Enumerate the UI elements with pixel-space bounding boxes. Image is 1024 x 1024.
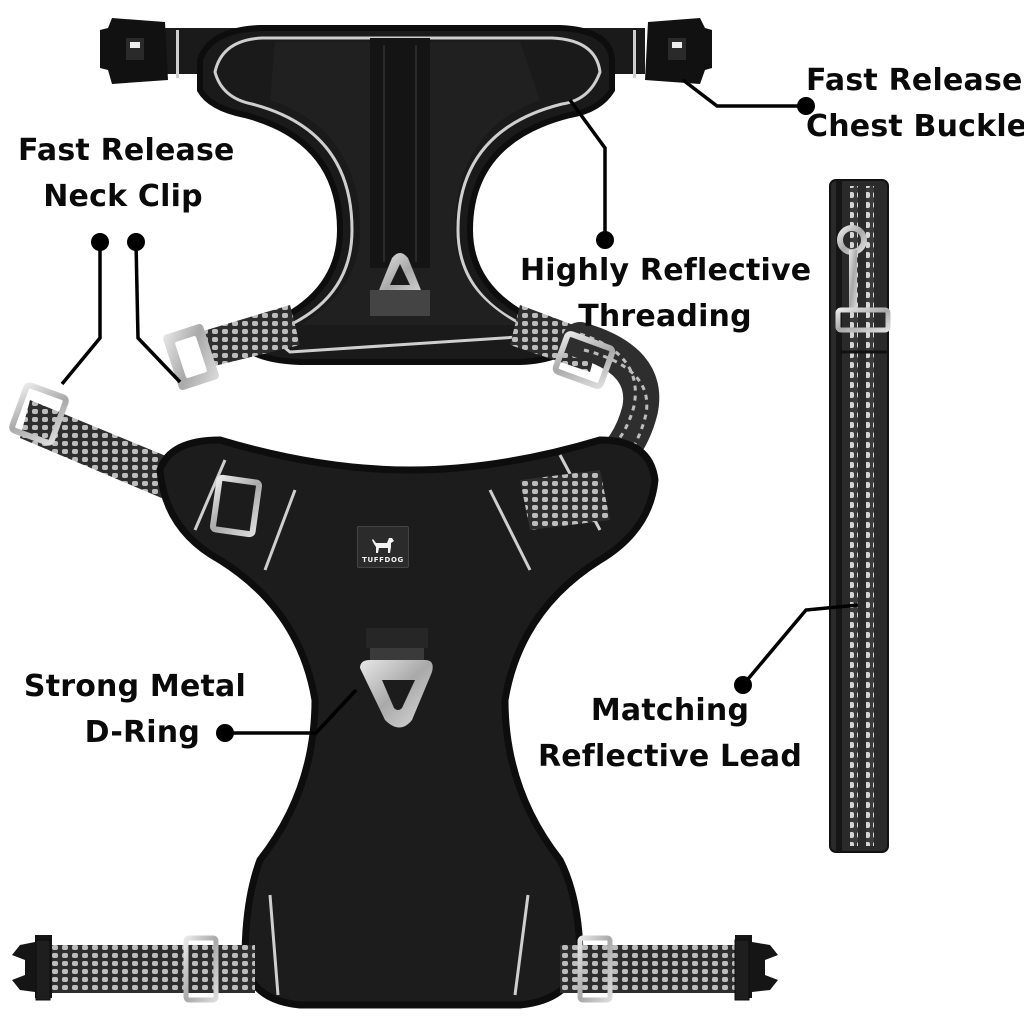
brand-name: TUFFDOG	[362, 556, 404, 564]
callout-dot-icon	[216, 724, 234, 742]
callout-line: Threading	[578, 299, 752, 334]
reflective-lead	[829, 179, 891, 853]
callout-d-ring: Strong Metal D-Ring	[20, 664, 246, 756]
callout-dot-icon	[127, 233, 145, 251]
dog-silhouette-icon	[372, 538, 394, 553]
callout-neck-clip: Fast Release Neck Clip	[18, 128, 235, 220]
callout-line: Reflective Lead	[537, 739, 803, 774]
callout-dot-icon	[797, 97, 815, 115]
chest-buckle-right	[633, 18, 712, 84]
neck-clip-metal	[163, 323, 219, 391]
callout-dot-icon	[596, 231, 614, 249]
callout-line: Fast Release	[806, 63, 1023, 98]
callout-line: Strong Metal	[23, 669, 246, 704]
callout-reflective-lead: Matching Reflective Lead	[536, 688, 804, 780]
belly-strap	[12, 935, 778, 1003]
callout-line: Matching	[590, 693, 750, 728]
callout-dot-icon	[91, 233, 109, 251]
callout-line: Neck Clip	[43, 179, 203, 214]
neck-strap-left	[9, 382, 200, 510]
chest-buckle-left	[100, 18, 179, 84]
callout-leaders	[60, 78, 859, 735]
callout-line: D-Ring	[84, 715, 200, 750]
callout-dots	[91, 97, 815, 742]
callout-line: Fast Release	[18, 133, 235, 168]
brand-patch: TUFFDOG	[357, 526, 409, 568]
callout-reflective-threading: Highly Reflective Threading	[520, 248, 812, 340]
callout-line: Highly Reflective	[520, 253, 812, 288]
callout-line: Chest Buckle	[806, 109, 1024, 144]
callout-chest-buckle: Fast Release Chest Buckle	[806, 58, 1024, 150]
callout-dot-icon	[734, 676, 752, 694]
